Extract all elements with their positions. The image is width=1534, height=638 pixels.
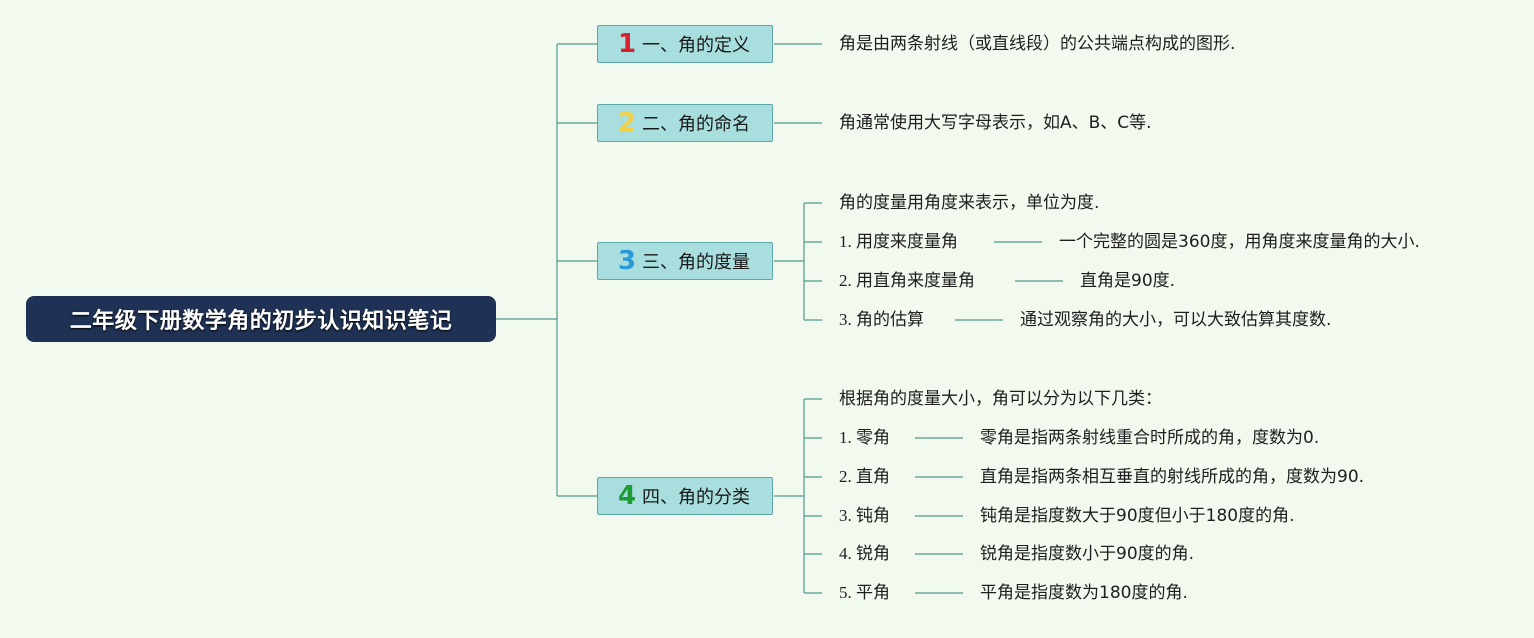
leaf-label[interactable]: 1. 用度来度量角 — [839, 232, 958, 251]
leaf-label[interactable]: 1. 零角 — [839, 428, 890, 447]
branch-label: 一、角的定义 — [642, 35, 750, 56]
branch-label: 二、角的命名 — [642, 114, 750, 135]
leaf-label[interactable]: 5. 平角 — [839, 583, 890, 602]
leaf-definition[interactable]: 角是由两条射线（或直线段）的公共端点构成的图形. — [839, 34, 1236, 54]
number-1-icon: 1 — [617, 29, 637, 59]
number-3-icon: 3 — [617, 246, 637, 276]
leaf-classification-intro[interactable]: 根据角的度量大小，角可以分为以下几类： — [839, 389, 1162, 409]
leaf-detail[interactable]: 平角是指度数为180度的角. — [980, 583, 1188, 603]
number-2-icon: 2 — [617, 108, 637, 138]
leaf-label[interactable]: 3. 角的估算 — [839, 310, 924, 329]
leaf-label[interactable]: 2. 直角 — [839, 467, 890, 486]
branch-node-measurement[interactable]: 3 三、角的度量 — [597, 242, 773, 280]
number-4-icon: 4 — [617, 481, 637, 511]
branch-node-naming[interactable]: 2 二、角的命名 — [597, 104, 773, 142]
leaf-naming[interactable]: 角通常使用大写字母表示，如A、B、C等. — [839, 113, 1152, 133]
leaf-label[interactable]: 3. 钝角 — [839, 506, 890, 525]
leaf-label[interactable]: 2. 用直角来度量角 — [839, 271, 975, 290]
root-node[interactable]: 二年级下册数学角的初步认识知识笔记 — [26, 296, 496, 342]
leaf-detail[interactable]: 钝角是指度数大于90度但小于180度的角. — [980, 506, 1295, 526]
branch-label: 三、角的度量 — [642, 252, 750, 273]
leaf-detail[interactable]: 零角是指两条射线重合时所成的角，度数为0. — [980, 428, 1320, 448]
leaf-detail[interactable]: 一个完整的圆是360度，用角度来度量角的大小. — [1059, 232, 1420, 252]
branch-node-classification[interactable]: 4 四、角的分类 — [597, 477, 773, 515]
leaf-label[interactable]: 4. 锐角 — [839, 544, 890, 563]
leaf-detail[interactable]: 直角是90度. — [1080, 271, 1176, 291]
leaf-detail[interactable]: 通过观察角的大小，可以大致估算其度数. — [1020, 310, 1332, 330]
leaf-detail[interactable]: 锐角是指度数小于90度的角. — [980, 544, 1195, 564]
branch-label: 四、角的分类 — [642, 487, 750, 508]
leaf-measurement-intro[interactable]: 角的度量用角度来表示，单位为度. — [839, 193, 1100, 213]
leaf-detail[interactable]: 直角是指两条相互垂直的射线所成的角，度数为90. — [980, 467, 1365, 487]
branch-node-definition[interactable]: 1 一、角的定义 — [597, 25, 773, 63]
